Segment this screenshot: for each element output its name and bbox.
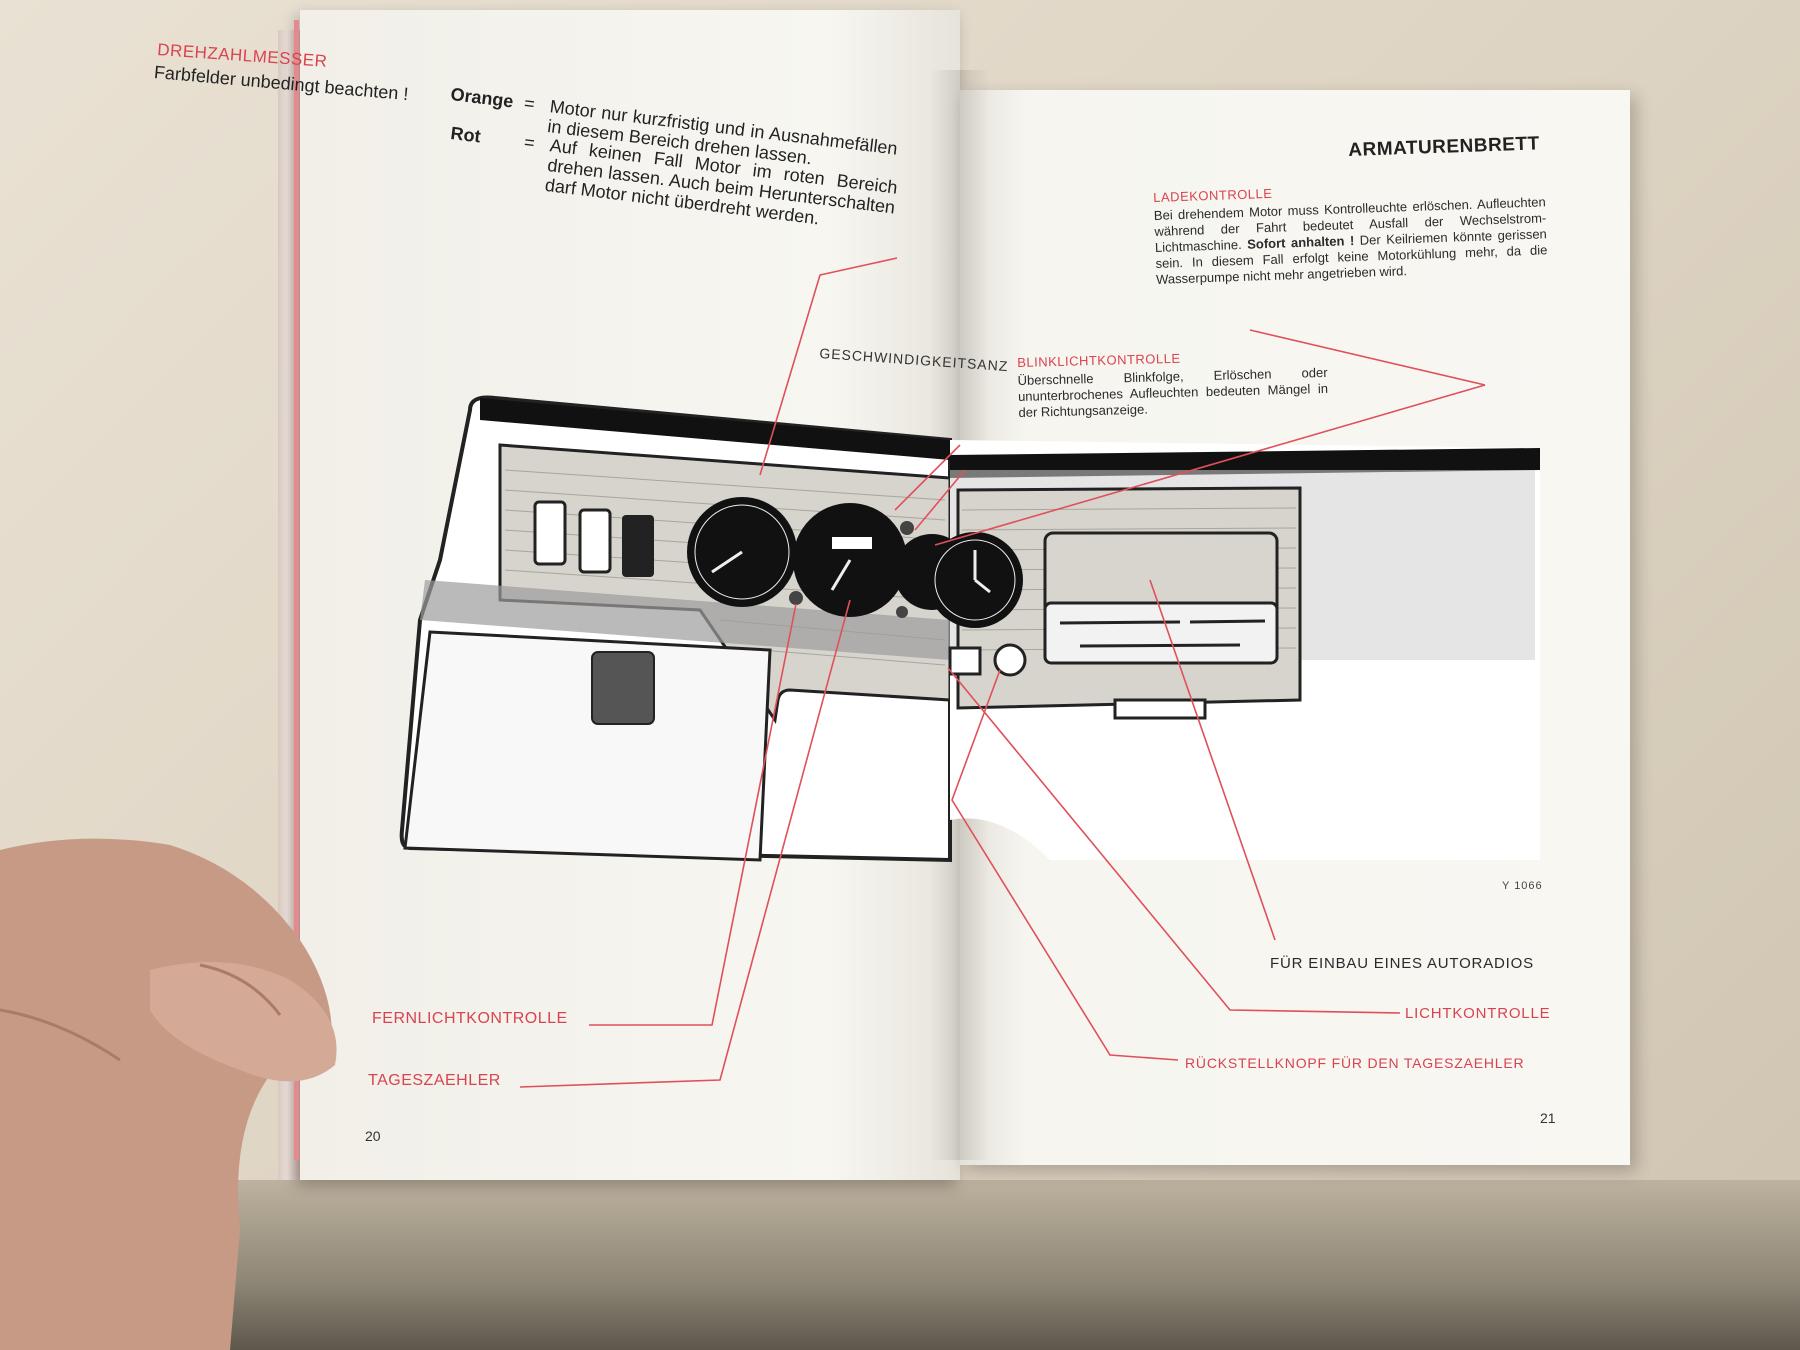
switch-1 — [533, 500, 567, 566]
leader-blink-3 — [914, 469, 966, 531]
hand — [0, 838, 337, 1350]
block-blinklicht: BLINKLICHTKONTROLLE Überschnelle Blinkfo… — [1017, 347, 1329, 421]
page-number-right: 21 — [1540, 1110, 1556, 1126]
leader-speedo — [894, 444, 961, 511]
dash-lower-band — [420, 580, 950, 660]
blink-text: Überschnelle Blinkfolge, Erlöschen oder … — [1017, 364, 1329, 420]
leader-blink-1 — [934, 384, 1486, 546]
leader-rueckstell — [951, 669, 1179, 1061]
callout-rueckstellknopf: RÜCKSTELLKNOPF FÜR DEN TAGESZAEHLER — [1185, 1055, 1525, 1071]
odometer-window — [832, 537, 872, 549]
reset-knob — [993, 643, 1027, 677]
lamp-fernlicht — [789, 591, 803, 605]
heater-controls — [1043, 601, 1279, 665]
page-number-left: 20 — [365, 1128, 381, 1144]
leader-lines — [519, 257, 1486, 1088]
leader-radio — [1149, 579, 1276, 941]
switch-2 — [578, 508, 612, 574]
small-switch — [948, 646, 982, 676]
callout-autoradio: FÜR EINBAU EINES AUTORADIOS — [1270, 955, 1534, 972]
page-edge-stripe — [294, 20, 299, 1160]
lamp-lade — [896, 606, 908, 618]
glove-box — [403, 630, 772, 862]
callout-tageszaehler: TAGESZAEHLER — [368, 1072, 501, 1089]
dash-top-rail — [480, 398, 950, 460]
vent-slot — [1113, 698, 1207, 720]
leader-tageszaehler — [519, 599, 851, 1088]
leader-drehzahl — [759, 257, 898, 476]
lamp-blinker — [900, 521, 914, 535]
leader-blink-2 — [1249, 329, 1486, 386]
callout-lichtkontrolle: LICHTKONTROLLE — [1405, 1005, 1551, 1022]
figure-reference: Y 1066 — [1502, 880, 1543, 892]
leader-fernlicht — [589, 603, 797, 1026]
callout-fernlichtkontrolle: FERNLICHTKONTROLLE — [372, 1010, 568, 1027]
desk-shadow — [0, 1180, 1800, 1350]
switch-3 — [622, 515, 654, 577]
block-ladekontrolle: LADEKONTROLLE Bei drehendem Motor muss K… — [1153, 176, 1548, 288]
glovebox-latch — [591, 651, 655, 725]
leader-lichtkontrolle — [947, 667, 1401, 1014]
